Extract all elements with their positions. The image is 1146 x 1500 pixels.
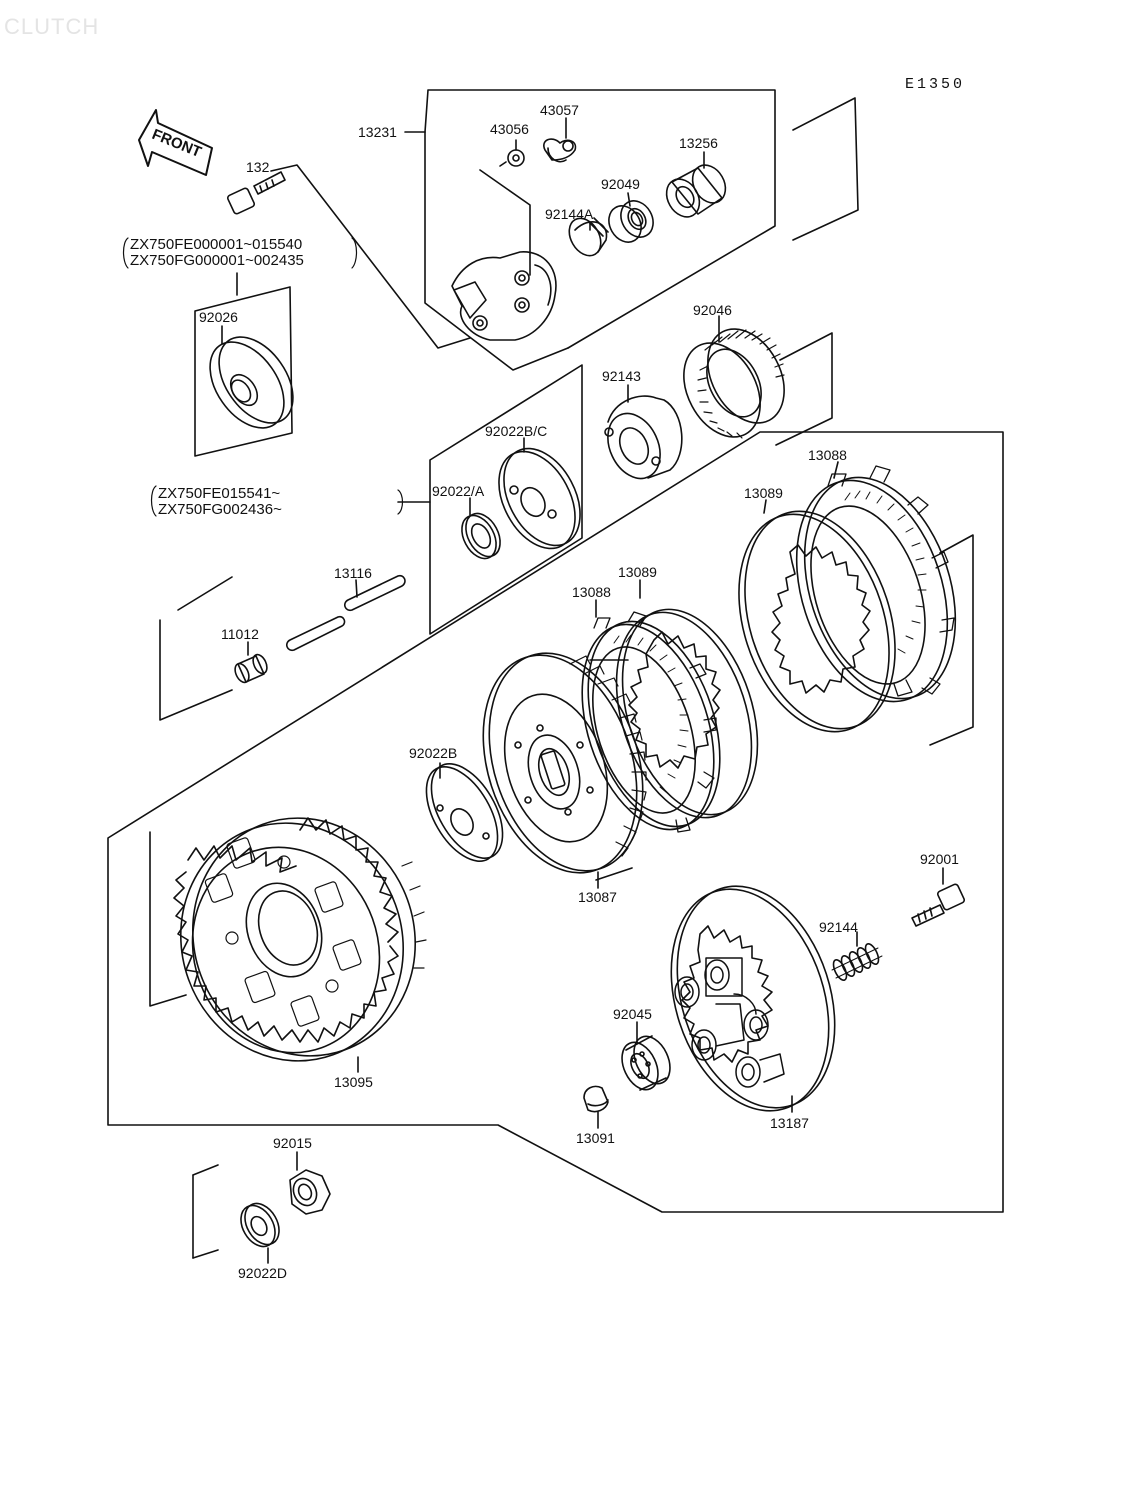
label-92026: 92026 (199, 309, 238, 325)
diagram-code: E1350 (905, 76, 966, 93)
watermark-text: CLUTCH (4, 14, 100, 39)
washer-92022D (234, 1197, 286, 1252)
serial-note-late: ZX750FE015541~ ZX750FG002436~ (158, 486, 282, 518)
frame-92026 (195, 273, 292, 456)
label-13256: 13256 (679, 135, 718, 151)
serial-note-late-line2: ZX750FG002436~ (158, 501, 282, 518)
label-13116: 13116 (334, 565, 372, 581)
label-92045: 92045 (613, 1006, 652, 1022)
label-92046: 92046 (693, 302, 732, 318)
washer-92026 (195, 323, 308, 441)
friction-plate-13088-outer (770, 458, 982, 721)
label-92022A: 92022/A (432, 483, 485, 499)
washer-92022BC (483, 436, 595, 562)
pin-11012 (232, 652, 269, 684)
frame-92022 (430, 365, 582, 634)
label-13089-inner: 13089 (618, 564, 657, 580)
oil-seal-92049 (603, 195, 660, 248)
clutch-housing-13095 (148, 787, 449, 1093)
bearing-13256 (660, 159, 732, 223)
label-13088-outer: 13088 (808, 447, 847, 463)
note-bracket-early (124, 238, 357, 268)
label-92022B: 92022B (409, 745, 458, 761)
clip-43057 (544, 139, 576, 162)
serial-note-early-line1: ZX750FE000001~015540 (130, 236, 303, 253)
washer-92022B (412, 752, 517, 873)
serial-note-early-line2: ZX750FG000001~002435 (130, 252, 304, 269)
label-43056: 43056 (490, 121, 529, 137)
screw-43056 (500, 150, 524, 166)
bearing-92045 (615, 1031, 677, 1096)
nut-92015 (289, 1170, 330, 1214)
serial-note-early: ZX750FE000001~015540 ZX750FG000001~00243… (130, 237, 304, 269)
label-13231: 13231 (358, 124, 397, 140)
label-92049: 92049 (601, 176, 640, 192)
label-13087: 13087 (578, 889, 617, 905)
label-13091: 13091 (576, 1130, 615, 1146)
label-92022BC: 92022B/C (485, 423, 548, 439)
cap-13091 (584, 1086, 608, 1111)
label-92022D: 92022D (238, 1265, 288, 1281)
label-92144: 92144 (819, 919, 858, 935)
label-13089-outer: 13089 (744, 485, 783, 501)
clutch-hub-13087 (457, 633, 669, 893)
push-rod-13116 (287, 576, 405, 651)
label-92143: 92143 (602, 368, 641, 384)
label-92015: 92015 (273, 1135, 312, 1151)
label-11012: 11012 (221, 626, 259, 642)
label-13187: 13187 (770, 1115, 809, 1131)
label-132: 132 (246, 159, 270, 175)
label-92001: 92001 (920, 851, 959, 867)
spring-92144 (831, 942, 882, 982)
release-shaft-13231 (452, 252, 556, 340)
serial-note-late-line1: ZX750FE015541~ (158, 485, 281, 502)
bolt-132 (227, 172, 285, 215)
spring-92144A (563, 213, 608, 262)
label-13095: 13095 (334, 1074, 373, 1090)
pressure-plate-13187 (644, 866, 861, 1132)
steel-plate-13089-outer (713, 492, 921, 751)
label-13088-inner: 13088 (572, 584, 611, 600)
washer-92022A (455, 508, 507, 565)
bolt-92001 (912, 883, 965, 926)
label-43057: 43057 (540, 102, 579, 118)
sleeve-92143 (598, 396, 682, 487)
label-92144A: 92144A (545, 206, 594, 222)
frame-pushrod (160, 577, 232, 720)
needle-bearing-92046 (669, 316, 800, 450)
front-arrow-icon: FRONT (139, 110, 212, 175)
frame-main (108, 432, 1003, 1258)
release-assembly-frame (271, 90, 858, 370)
